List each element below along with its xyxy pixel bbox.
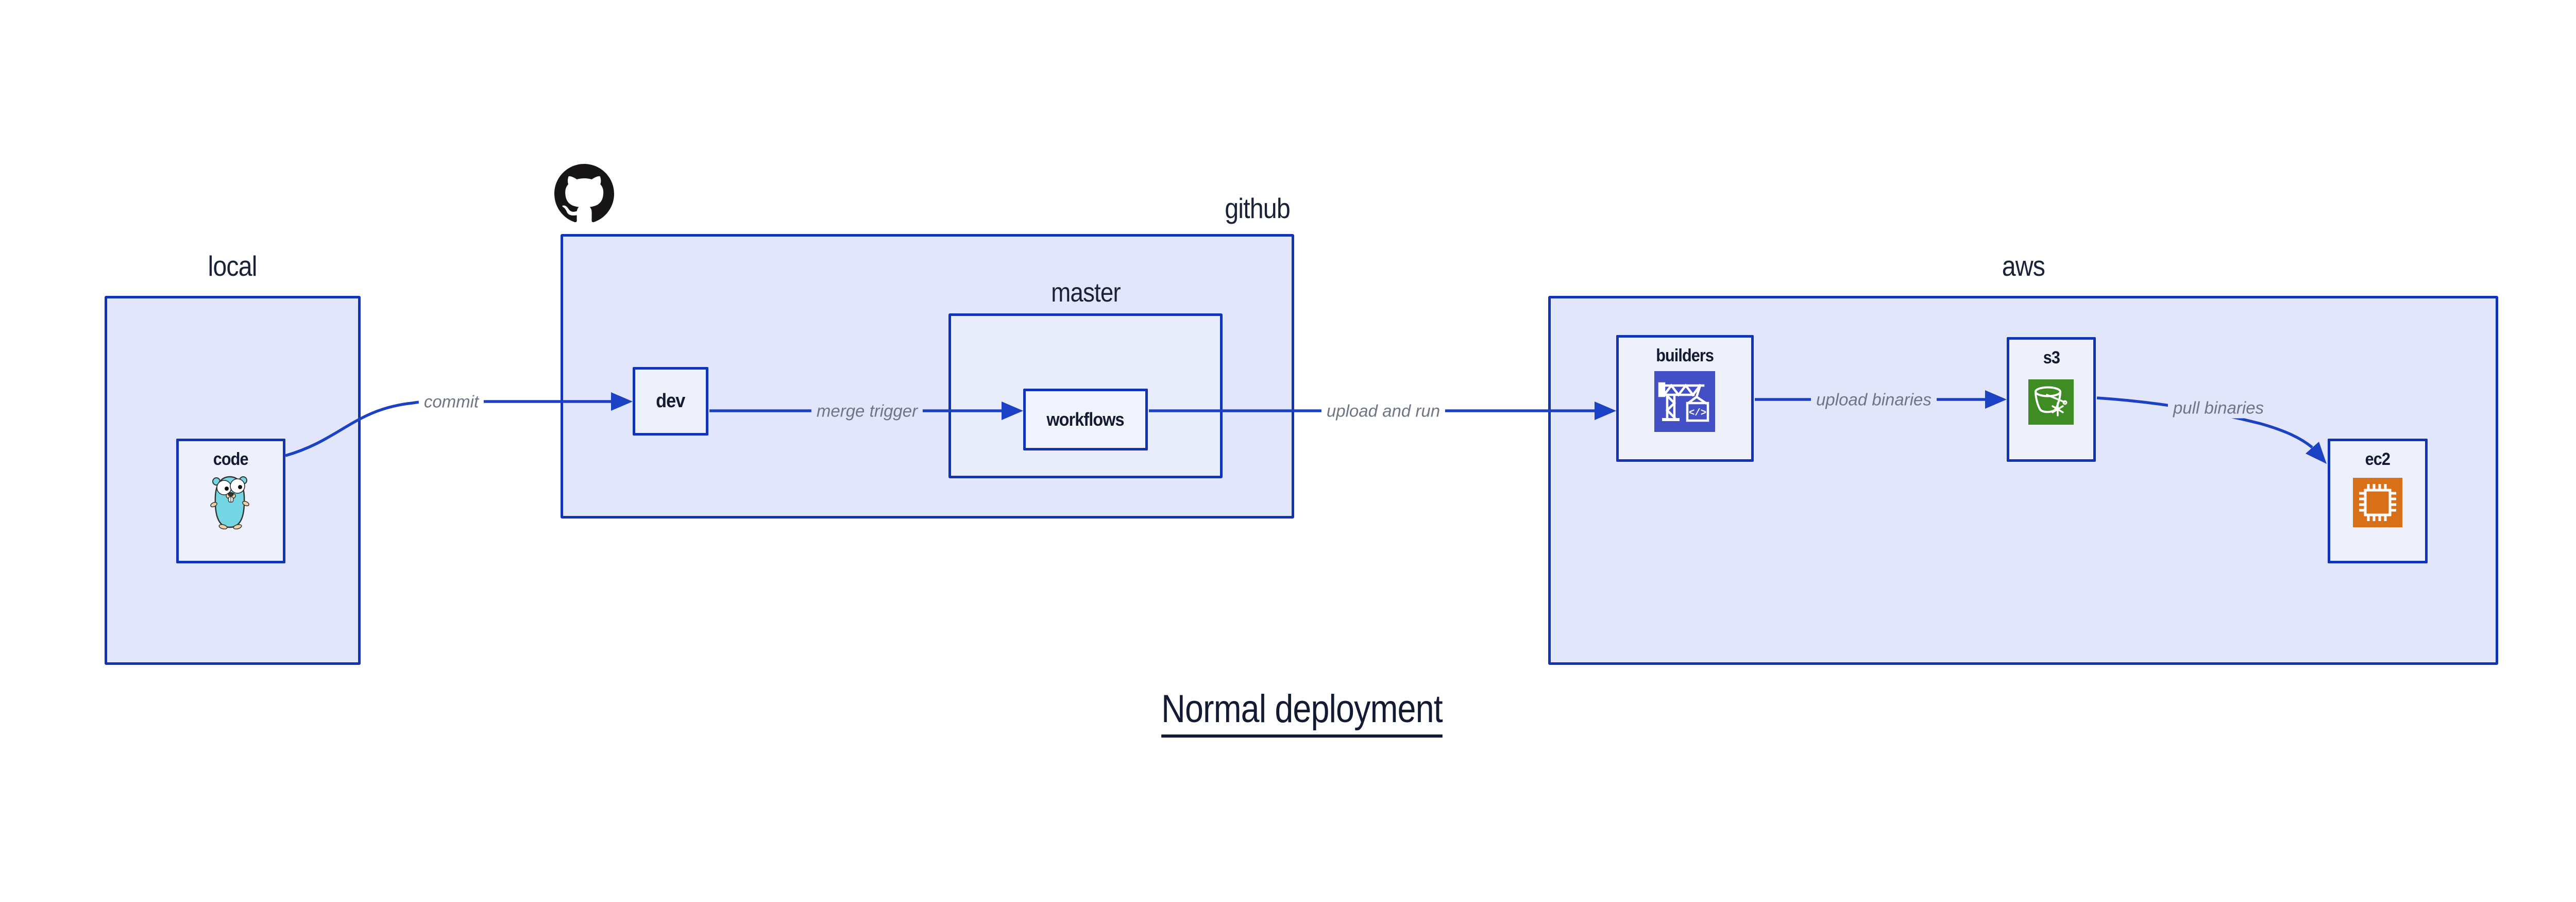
node-builders-label: builders bbox=[1656, 346, 1715, 365]
node-dev: dev bbox=[633, 367, 708, 436]
go-gopher-icon bbox=[210, 472, 249, 532]
ec2-chip-icon bbox=[2353, 478, 2402, 530]
edge-label-upload-and-run: upload and run bbox=[1321, 400, 1446, 422]
edge-label-pull-binaries: pull binaries bbox=[2167, 397, 2269, 419]
edge-label-commit: commit bbox=[418, 391, 484, 412]
node-workflows: workflows bbox=[1023, 389, 1148, 450]
node-ec2-label: ec2 bbox=[2365, 449, 2391, 469]
group-master-label: master bbox=[1050, 278, 1121, 308]
group-github-label: github bbox=[1225, 192, 1290, 224]
node-s3-label: s3 bbox=[2043, 348, 2060, 368]
github-octocat-icon bbox=[554, 164, 615, 224]
diagram-title: Normal deployment bbox=[0, 687, 2576, 738]
group-aws-label: aws bbox=[2002, 250, 2045, 282]
codebuild-crane-icon: </> bbox=[1654, 371, 1715, 435]
edge-label-upload-binaries: upload binaries bbox=[1811, 389, 1937, 410]
node-workflows-label: workflows bbox=[1046, 409, 1125, 430]
s3-bucket-icon bbox=[2028, 379, 2074, 427]
node-dev-label: dev bbox=[656, 390, 685, 412]
diagram-title-text: Normal deployment bbox=[1161, 687, 1443, 738]
node-ec2: ec2 bbox=[2328, 439, 2428, 563]
codebuild-code-glyph: </> bbox=[1689, 407, 1706, 419]
edge-label-merge-trigger: merge trigger bbox=[811, 400, 923, 422]
group-local-label: local bbox=[208, 250, 258, 282]
node-code-label: code bbox=[213, 449, 249, 469]
